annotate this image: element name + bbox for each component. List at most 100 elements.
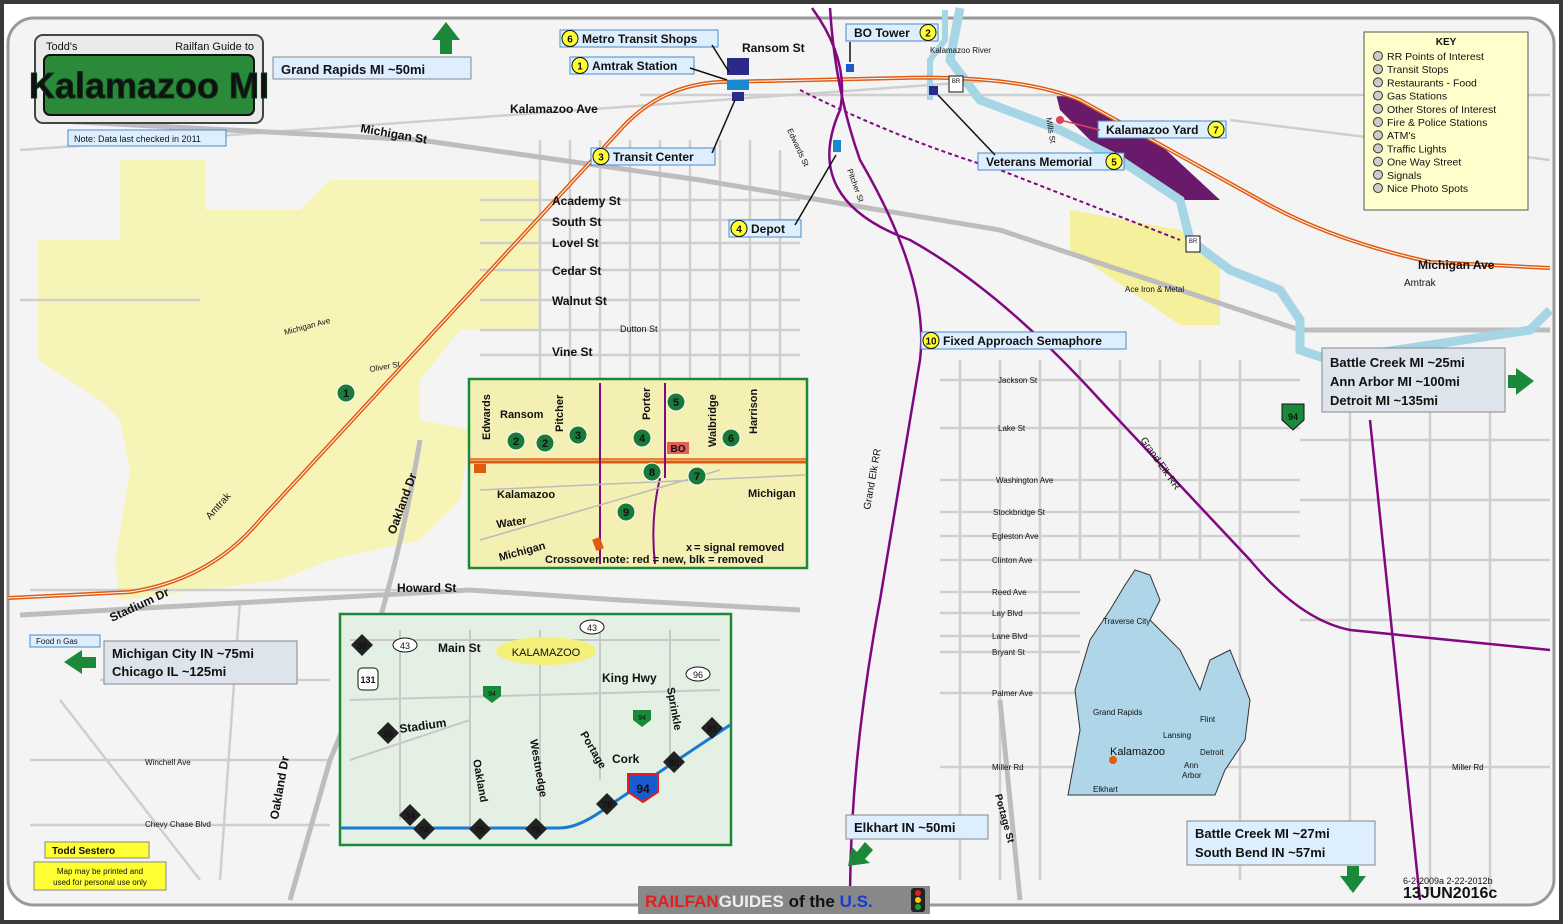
railfan-brand: RAILFANGUIDES of the U.S. <box>638 886 930 914</box>
svg-text:Miller Rd: Miller Rd <box>1452 763 1484 772</box>
svg-text:RR Points of Interest: RR Points of Interest <box>1387 51 1484 63</box>
bridge-marker <box>948 75 964 93</box>
svg-text:Howard St: Howard St <box>397 581 456 595</box>
svg-text:Amtrak Station: Amtrak Station <box>592 59 677 73</box>
svg-text:Cork: Cork <box>612 752 640 766</box>
arrow-down-icon <box>1340 866 1366 893</box>
svg-text:Ann: Ann <box>1184 761 1198 770</box>
exit-marker: 80 <box>663 751 685 773</box>
signal-marker: 6 <box>721 428 741 448</box>
svg-text:Winchell Ave: Winchell Ave <box>145 758 191 767</box>
signal-marker: 4 <box>632 428 652 448</box>
svg-text:Kalamazoo Yard: Kalamazoo Yard <box>1106 123 1198 137</box>
svg-text:Stadium: Stadium <box>398 716 447 736</box>
key-item: RR Points of Interest <box>1373 51 1484 63</box>
svg-text:8: 8 <box>649 467 655 479</box>
signal-marker: 7 <box>687 466 707 486</box>
svg-text:Fixed Approach Semaphore: Fixed Approach Semaphore <box>943 334 1102 348</box>
svg-text:Michigan City IN ~75mi: Michigan City IN ~75mi <box>112 646 254 661</box>
exit-marker: 76 <box>525 818 547 840</box>
svg-text:Walnut St: Walnut St <box>552 294 607 308</box>
svg-text:94: 94 <box>636 782 650 796</box>
svg-text:Stockbridge St: Stockbridge St <box>993 508 1046 517</box>
svg-text:Dutton St: Dutton St <box>620 324 658 334</box>
key-title: KEY <box>1436 37 1457 48</box>
key-item: One Way Street <box>1373 156 1461 169</box>
region-city: KALAMAZOO <box>512 647 581 659</box>
signal-marker: 3 <box>568 425 588 445</box>
poi-callout: 1 Amtrak Station <box>569 56 695 75</box>
svg-text:Elkhart IN ~50mi: Elkhart IN ~50mi <box>854 820 956 835</box>
svg-text:x: x <box>686 542 693 554</box>
svg-text:Jackson St: Jackson St <box>998 376 1038 385</box>
svg-text:Restaurants - Food: Restaurants - Food <box>1387 77 1477 89</box>
svg-text:6: 6 <box>567 35 573 46</box>
exit-marker: 78 <box>596 793 618 815</box>
svg-text:Lovel St: Lovel St <box>552 236 599 250</box>
svg-text:43: 43 <box>587 623 597 633</box>
svg-text:6: 6 <box>728 433 734 445</box>
svg-text:Ransom: Ransom <box>500 409 544 421</box>
exit-marker: 75 <box>469 818 491 840</box>
svg-text:38: 38 <box>357 641 367 651</box>
svg-text:2: 2 <box>513 436 519 448</box>
svg-text:7: 7 <box>1213 126 1219 137</box>
svg-text:South Bend IN ~57mi: South Bend IN ~57mi <box>1195 845 1325 860</box>
svg-text:Battle Creek MI ~27mi: Battle Creek MI ~27mi <box>1195 826 1330 841</box>
svg-text:Ann Arbor MI ~100mi: Ann Arbor MI ~100mi <box>1330 374 1460 389</box>
svg-text:Traffic Lights: Traffic Lights <box>1387 143 1447 155</box>
svg-text:Chevy Chase Blvd: Chevy Chase Blvd <box>145 820 211 829</box>
svg-text:5: 5 <box>1111 158 1117 169</box>
downtown-inset: BO Edwards Pitcher Porter Walbridge Harr… <box>467 377 809 570</box>
svg-text:Academy St: Academy St <box>552 194 621 208</box>
svg-text:Edwards: Edwards <box>481 394 493 440</box>
svg-text:Food n Gas: Food n Gas <box>36 637 78 646</box>
svg-text:3: 3 <box>598 153 604 164</box>
svg-text:1: 1 <box>577 62 583 73</box>
arrow-up-icon <box>432 22 460 54</box>
direction-grand-rapids: Grand Rapids MI ~50mi <box>272 22 472 80</box>
regional-inset: KALAMAZOO Main St King Hwy Stadium Oakla… <box>338 612 733 847</box>
old-versions: 6-2-2009a 2-22-2012b <box>1403 876 1493 886</box>
svg-text:3: 3 <box>575 430 581 442</box>
svg-text:5: 5 <box>673 397 679 409</box>
exit-marker: 74 <box>413 818 435 840</box>
svg-text:43: 43 <box>400 641 410 651</box>
bridge-marker <box>1185 235 1201 253</box>
svg-text:Other Stores of Interest: Other Stores of Interest <box>1387 104 1496 116</box>
svg-text:Lansing: Lansing <box>1163 731 1191 740</box>
svg-text:Ransom St: Ransom St <box>742 41 805 55</box>
bo-label: BO <box>671 444 686 455</box>
svg-text:Bryant St: Bryant St <box>992 648 1026 657</box>
key-item: Traffic Lights <box>1373 143 1447 155</box>
key-item: Gas Stations <box>1373 90 1447 103</box>
svg-text:96: 96 <box>693 670 703 680</box>
svg-text:Ace Iron & Metal: Ace Iron & Metal <box>1125 285 1184 294</box>
svg-text:Kalamazoo Ave: Kalamazoo Ave <box>510 102 598 116</box>
signal-marker: 9 <box>616 502 636 522</box>
poi-callout: 2BO Tower <box>845 23 939 42</box>
svg-text:Kalamazoo River: Kalamazoo River <box>930 46 991 55</box>
svg-text:Map may be printed and: Map may be printed and <box>57 867 143 876</box>
svg-text:94: 94 <box>638 715 646 722</box>
svg-text:Grand Rapids: Grand Rapids <box>1093 708 1142 717</box>
svg-text:Washington Ave: Washington Ave <box>996 476 1054 485</box>
svg-text:75: 75 <box>475 825 485 835</box>
svg-text:Miller Rd: Miller Rd <box>992 763 1024 772</box>
svg-text:74: 74 <box>419 825 429 835</box>
title-block: Todd's Railfan Guide to Kalamazoo MI <box>28 34 270 124</box>
direction-southeast: Battle Creek MI ~27mi South Bend IN ~57m… <box>1186 820 1376 893</box>
svg-text:7: 7 <box>694 471 700 483</box>
signal-marker: 8 <box>642 462 662 482</box>
svg-text:Fire & Police Stations: Fire & Police Stations <box>1387 117 1487 129</box>
svg-text:81: 81 <box>707 724 717 734</box>
svg-text:= signal removed: = signal removed <box>694 542 784 554</box>
arrow-down-left-icon <box>848 842 873 866</box>
svg-text:Egleston Ave: Egleston Ave <box>992 532 1039 541</box>
svg-text:Lake St: Lake St <box>998 424 1026 433</box>
